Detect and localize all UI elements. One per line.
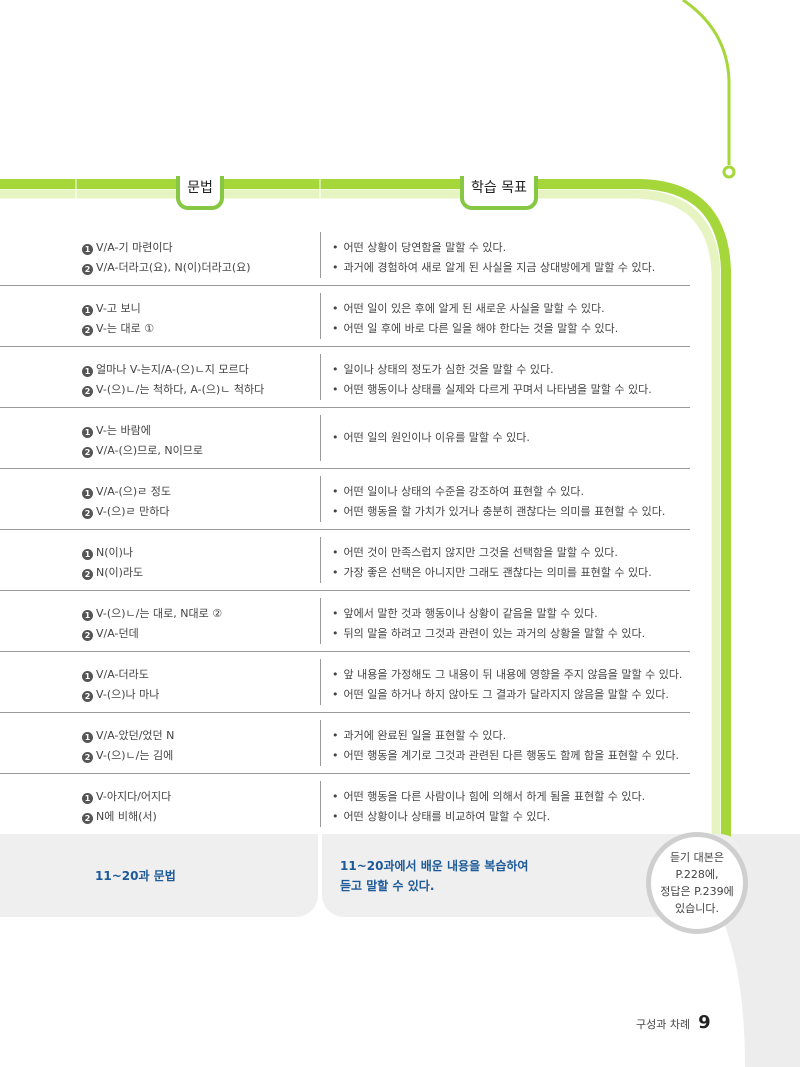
number-2-icon: 2 [82,386,93,397]
bullet-icon: • [332,261,339,274]
column-divider [320,354,321,400]
column-divider [320,415,321,461]
review-grammar-text: 11~20과 문법 [95,869,176,883]
bullet-icon: • [332,302,339,315]
goal-cell: •어떤 일의 원인이나 이유를 말할 수 있다. [332,430,530,444]
goal-cell: •앞 내용을 가정해도 그 내용이 뒤 내용에 영향을 주지 않음을 말할 수 … [332,668,683,701]
bullet-icon: • [332,485,339,498]
column-divider [320,293,321,339]
number-2-icon: 2 [82,813,93,824]
number-1-icon: 1 [82,244,93,255]
number-1-icon: 1 [82,366,93,377]
bullet-icon: • [332,383,339,396]
column-header-goal: 학습 목표 [460,176,538,210]
number-1-icon: 1 [82,427,93,438]
bullet-icon: • [332,430,339,444]
bullet-icon: • [332,607,339,620]
bullet-icon: • [332,668,339,681]
bullet-icon: • [332,749,339,762]
column-divider [320,659,321,705]
number-2-icon: 2 [82,752,93,763]
footer-section-title: 구성과 차례 [636,1018,691,1031]
number-2-icon: 2 [82,264,93,275]
bullet-icon: • [332,241,339,254]
bullet-icon: • [332,546,339,559]
number-2-icon: 2 [82,508,93,519]
number-1-icon: 1 [82,488,93,499]
bullet-icon: • [332,505,339,518]
page-number: 9 [698,1012,711,1033]
goal-cell: •앞에서 말한 것과 행동이나 상황이 같음을 말할 수 있다. •뒤의 말을 … [332,607,646,640]
bullet-icon: • [332,688,339,701]
bullet-icon: • [332,790,339,803]
bullet-icon: • [332,729,339,742]
page-footer: 구성과 차례 9 [636,1012,711,1033]
number-2-icon: 2 [82,630,93,641]
column-divider [320,781,321,827]
number-2-icon: 2 [82,325,93,336]
goal-cell: •어떤 일이나 상태의 수준을 강조하여 표현할 수 있다. •어떤 행동을 할… [332,485,666,518]
number-1-icon: 1 [82,793,93,804]
goal-cell: •어떤 일이 있은 후에 알게 된 새로운 사실을 말할 수 있다. •어떤 일… [332,302,619,335]
goal-cell: •어떤 행동을 다른 사람이나 힘에 의해서 하게 됨을 표현할 수 있다. •… [332,790,646,823]
column-divider [320,476,321,522]
answer-note-badge: 듣기 대본은 P.228에, 정답은 P.239에 있습니다. [646,832,748,934]
column-divider [320,720,321,766]
column-header-goal-label: 학습 목표 [471,180,527,196]
review-grammar-cell: 11~20과 문법 [0,834,318,917]
number-1-icon: 1 [82,732,93,743]
column-header-grammar: 문법 [176,176,224,210]
bullet-icon: • [332,566,339,579]
number-2-icon: 2 [82,447,93,458]
goal-cell: •일이나 상태의 정도가 심한 것을 말할 수 있다. •어떤 행동이나 상태를… [332,363,652,396]
review-goal-text: 11~20과에서 배운 내용을 복습하여 듣고 말할 수 있다. [340,859,529,893]
number-2-icon: 2 [82,569,93,580]
number-1-icon: 1 [82,610,93,621]
goal-cell: •어떤 것이 만족스럽지 않지만 그것을 선택함을 말할 수 있다. •가장 좋… [332,546,652,579]
column-header-grammar-label: 문법 [187,180,213,196]
goal-cell: •어떤 상황이 당연함을 말할 수 있다. •과거에 경험하여 새로 알게 된 … [332,241,656,274]
bullet-icon: • [332,810,339,823]
number-2-icon: 2 [82,691,93,702]
number-1-icon: 1 [82,305,93,316]
column-divider [320,598,321,644]
bullet-icon: • [332,322,339,335]
bullet-icon: • [332,363,339,376]
bullet-icon: • [332,627,339,640]
goal-cell: •과거에 완료된 일을 표현할 수 있다. •어떤 행동을 계기로 그것과 관련… [332,729,679,762]
column-divider [320,232,321,278]
number-1-icon: 1 [82,549,93,560]
number-1-icon: 1 [82,671,93,682]
column-divider [320,537,321,583]
